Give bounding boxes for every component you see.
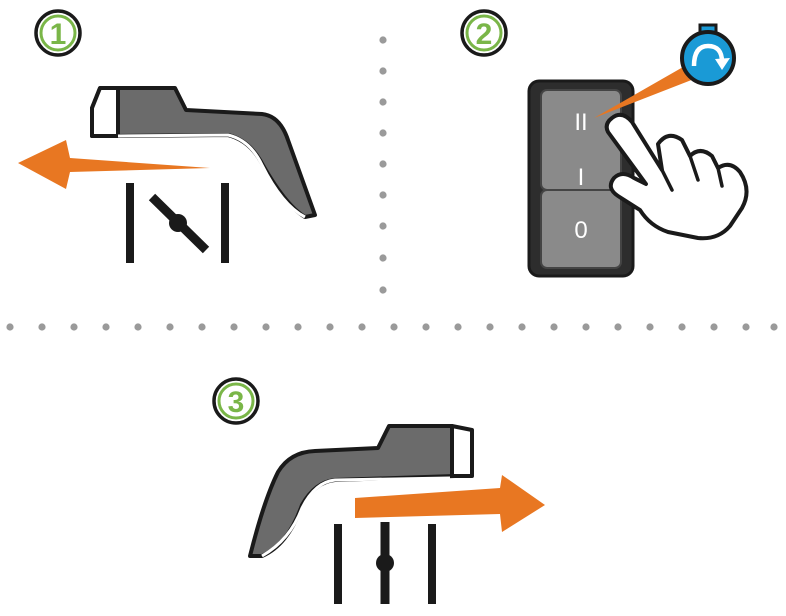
switch-position-upper: II	[574, 109, 587, 136]
pointing-hand-icon	[604, 112, 749, 241]
arrow-right-icon	[355, 475, 545, 532]
step-2-badge: 2	[460, 9, 508, 57]
valve-closed-icon	[334, 522, 436, 604]
throttle-lever-returned-icon	[248, 424, 474, 558]
pointer-beam	[594, 55, 712, 118]
dotted-divider-horizontal	[6, 323, 778, 331]
step-3-number: 3	[228, 386, 245, 419]
dotted-divider-vertical	[379, 36, 387, 294]
step-1-badge: 1	[34, 9, 82, 57]
valve-open-icon	[126, 183, 229, 263]
rotate-clockwise-icon	[680, 23, 736, 86]
switch-position-lower: 0	[574, 217, 587, 244]
step-1-number: 1	[50, 18, 67, 51]
arrow-left-icon	[18, 140, 210, 189]
step-3-badge: 3	[212, 377, 260, 425]
throttle-lever-pulled-icon	[90, 86, 317, 219]
step-2-number: 2	[476, 18, 493, 51]
switch-position-middle: I	[578, 164, 585, 191]
